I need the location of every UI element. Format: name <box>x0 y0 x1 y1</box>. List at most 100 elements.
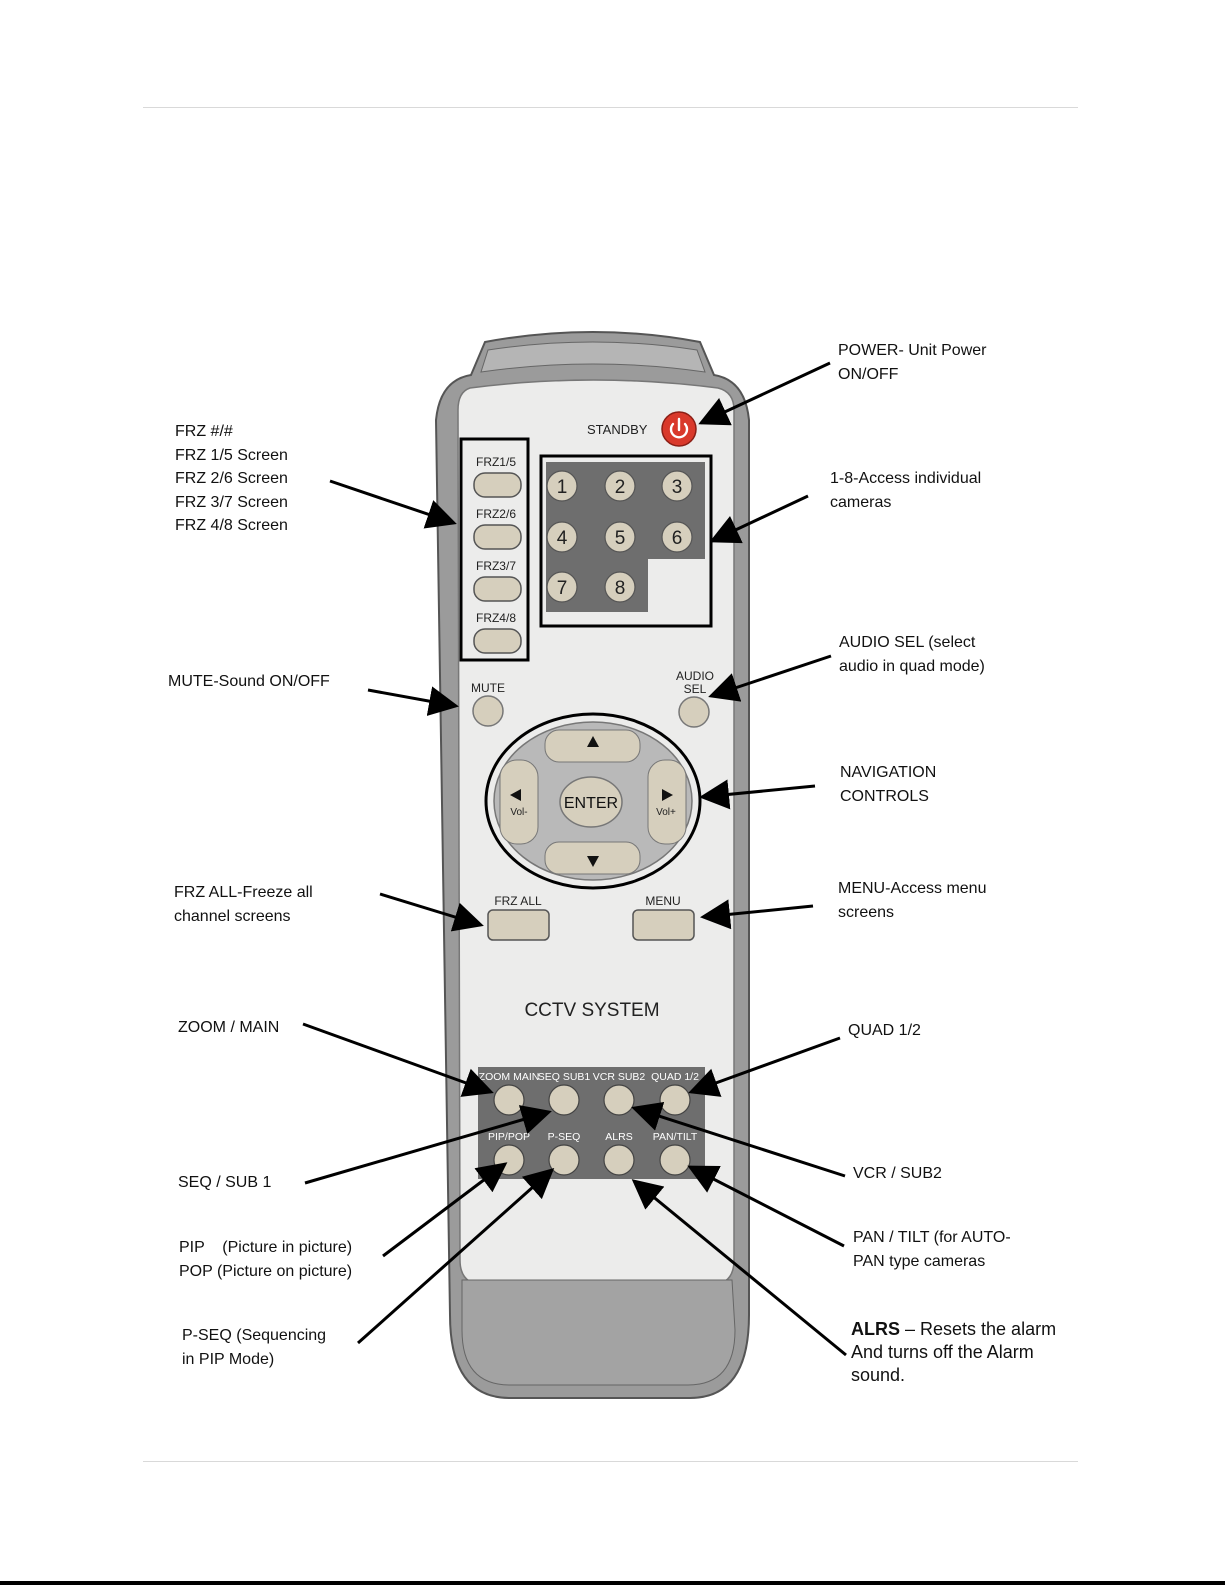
page-bottom-edge <box>0 1581 1225 1585</box>
callout-navigation: NAVIGATION CONTROLS <box>840 761 936 808</box>
number-key[interactable] <box>604 521 636 553</box>
arrow-vcr-sub2 <box>631 1102 846 1178</box>
callout-frz-line4: FRZ 3/7 Screen <box>175 493 288 511</box>
arrow-up-icon <box>587 736 599 747</box>
callout-quad: QUAD 1/2 <box>848 1019 921 1043</box>
callout-menu-line1: MENU-Access menu <box>838 880 987 897</box>
bottom-button-label: PAN/TILT <box>653 1131 698 1143</box>
callout-audio-sel-line2: audio in quad mode) <box>839 657 985 675</box>
callout-alrs-line3: sound. <box>851 1365 906 1385</box>
frz-button[interactable] <box>473 576 522 602</box>
audio-sel-button[interactable] <box>678 696 710 728</box>
enter-label: ENTER <box>564 795 618 812</box>
bottom-button-label: SEQ SUB1 <box>538 1071 591 1083</box>
callout-power: POWER- Unit Power ON/OFF <box>838 339 986 386</box>
bottom-button[interactable] <box>603 1084 635 1116</box>
number-key[interactable] <box>546 470 578 502</box>
vol-plus-label: Vol+ <box>656 807 676 818</box>
frz-all-button[interactable] <box>487 909 550 941</box>
callout-p-seq-line1: P-SEQ (Sequencing <box>182 1327 327 1344</box>
frz-button[interactable] <box>473 472 522 498</box>
bottom-button-label: P-SEQ <box>548 1131 581 1143</box>
number-key-label: 4 <box>557 528 568 549</box>
arrow-navigation <box>699 779 816 810</box>
arrow-down-icon <box>587 856 599 867</box>
menu-label: MENU <box>645 894 680 908</box>
menu-button[interactable] <box>632 909 695 941</box>
callout-p-seq: P-SEQ (Sequencing in PIP Mode) <box>182 1324 326 1371</box>
callout-frz-line1: FRZ #/# <box>175 423 233 440</box>
number-key-label: 5 <box>615 528 626 549</box>
callout-frz-all-line1: FRZ ALL-Freeze all <box>174 884 313 901</box>
nav-left-button[interactable] <box>499 759 539 845</box>
bottom-button-label: ALRS <box>605 1131 632 1143</box>
callout-navigation-line1: NAVIGATION <box>840 764 937 781</box>
frz-label: FRZ1/5 <box>476 455 516 469</box>
callout-menu-line2: screens <box>838 903 895 921</box>
arrow-frz-all <box>379 892 484 932</box>
callout-pan-tilt: PAN / TILT (for AUTO- PAN type cameras <box>853 1226 1011 1273</box>
number-key-label: 2 <box>615 477 626 498</box>
frz-label: FRZ3/7 <box>476 559 516 573</box>
remote-top-cap <box>480 341 706 373</box>
bottom-button-label: QUAD 1/2 <box>651 1071 699 1083</box>
arrow-frz <box>329 479 457 529</box>
callout-frz-line2: FRZ 1/5 Screen <box>175 446 288 464</box>
number-key[interactable] <box>604 571 636 603</box>
bottom-rule <box>143 1461 1078 1462</box>
frz-group-outline <box>459 437 530 662</box>
bottom-button[interactable] <box>659 1144 691 1176</box>
bottom-button[interactable] <box>603 1144 635 1176</box>
callout-pan-tilt-line2: PAN type cameras <box>853 1252 986 1270</box>
callout-vcr-sub2: VCR / SUB2 <box>853 1162 942 1186</box>
enter-button[interactable] <box>559 776 623 828</box>
frz-button[interactable] <box>473 524 522 550</box>
audio-label-line1: AUDIO <box>676 669 714 683</box>
callout-audio-sel: AUDIO SEL (select audio in quad mode) <box>839 631 985 678</box>
vol-minus-label: Vol- <box>510 807 527 818</box>
bottom-button[interactable] <box>548 1144 580 1176</box>
arrow-left-icon <box>510 789 521 801</box>
nav-right-button[interactable] <box>647 759 687 845</box>
arrow-mute <box>367 686 459 716</box>
bottom-button[interactable] <box>659 1084 691 1116</box>
callout-seq-sub1-line1: SEQ / SUB 1 <box>178 1174 272 1191</box>
number-key[interactable] <box>661 521 693 553</box>
bottom-button-label: ZOOM MAIN <box>479 1071 540 1083</box>
callout-frz-all: FRZ ALL-Freeze all channel screens <box>174 881 313 928</box>
callout-seq-sub1: SEQ / SUB 1 <box>178 1171 271 1195</box>
arrow-power <box>698 361 831 426</box>
number-key[interactable] <box>546 571 578 603</box>
number-key-label: 3 <box>672 477 683 498</box>
callout-vcr-sub2-line1: VCR / SUB2 <box>853 1165 942 1182</box>
arrow-quad <box>688 1036 841 1097</box>
arrow-zoom-main <box>302 1022 494 1097</box>
bottom-button[interactable] <box>548 1084 580 1116</box>
callout-p-seq-line2: in PIP Mode) <box>182 1350 275 1368</box>
power-icon <box>669 417 689 439</box>
callout-navigation-line2: CONTROLS <box>840 787 929 805</box>
arrow-pan-tilt <box>687 1165 845 1248</box>
bottom-button[interactable] <box>493 1084 525 1116</box>
arrow-right-icon <box>662 789 673 801</box>
frz-label: FRZ4/8 <box>476 611 516 625</box>
bottom-button-label: VCR SUB2 <box>593 1071 646 1083</box>
number-key[interactable] <box>546 521 578 553</box>
callout-frz-line3: FRZ 2/6 Screen <box>175 470 288 487</box>
callout-cameras-line1: 1-8-Access individual <box>830 470 982 487</box>
callout-mute-line1: MUTE-Sound ON/OFF <box>168 673 330 690</box>
number-key[interactable] <box>661 470 693 502</box>
standby-label: STANDBY <box>587 422 648 437</box>
callout-mute: MUTE-Sound ON/OFF <box>168 670 330 694</box>
callout-pip-pop-line1: PIP (Picture in picture) <box>179 1239 353 1256</box>
frz-label: FRZ2/6 <box>476 507 516 521</box>
frz-button[interactable] <box>473 628 522 654</box>
number-key[interactable] <box>604 470 636 502</box>
number-key-label: 8 <box>615 578 626 599</box>
mute-button[interactable] <box>472 695 504 727</box>
callout-power-line2: ON/OFF <box>838 365 899 383</box>
callout-pip-pop-line2: POP (Picture on picture) <box>179 1262 353 1280</box>
